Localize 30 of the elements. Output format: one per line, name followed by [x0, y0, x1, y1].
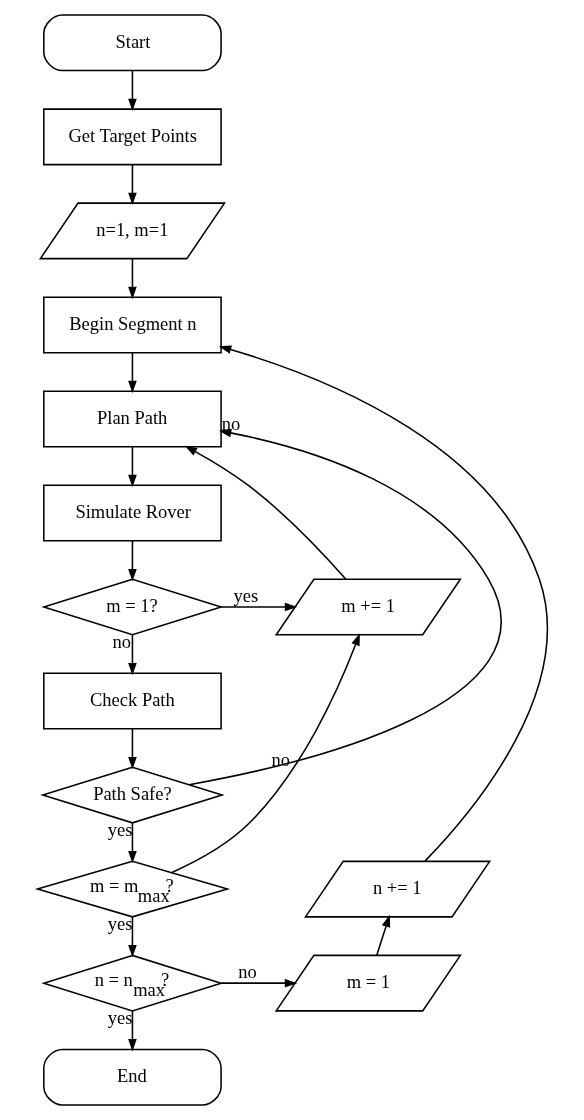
node-diamond: m = 1? [40, 578, 224, 636]
arrow [127, 69, 137, 112]
arrow [220, 978, 297, 988]
arrow [127, 163, 137, 206]
edge-label: yes [233, 585, 258, 606]
arrow [220, 602, 297, 612]
node-diamond: Path Safe? [39, 766, 225, 824]
arrow [187, 428, 501, 786]
arrow [127, 634, 137, 676]
arrow [170, 633, 360, 874]
arrow [218, 345, 548, 862]
node-box: Check Path [42, 672, 222, 730]
arrow [375, 914, 390, 956]
edge-label: no [237, 961, 257, 982]
edge-label: no [221, 413, 240, 434]
node-box: Start [42, 14, 222, 72]
node-box: Simulate Rover [42, 484, 222, 542]
node-box: End [42, 1048, 222, 1106]
node-box: Begin Segment n [42, 296, 222, 354]
arrow [127, 446, 137, 488]
arrow [127, 822, 137, 864]
arrow [127, 916, 137, 958]
arrow [127, 728, 137, 770]
arrow [127, 540, 137, 582]
arrow [184, 445, 346, 580]
arrow [127, 1010, 137, 1052]
node-box: Plan Path [42, 390, 222, 448]
arrow [127, 257, 137, 300]
arrow [127, 352, 137, 394]
node-box: Get Target Points [42, 108, 222, 166]
